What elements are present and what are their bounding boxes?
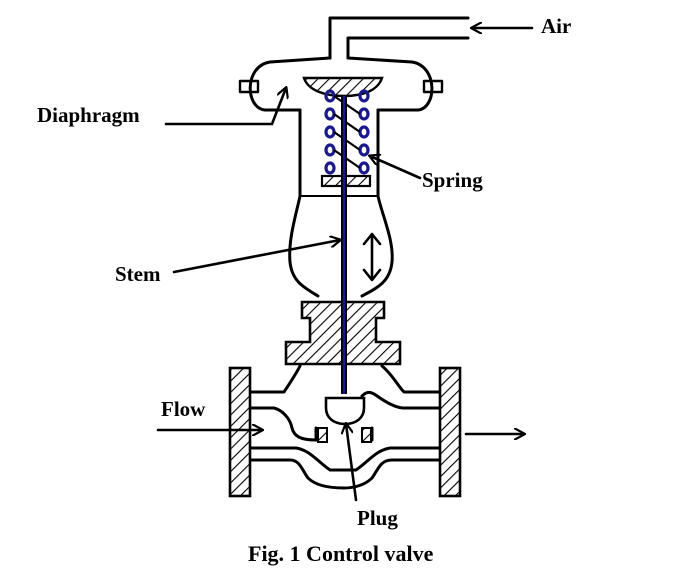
air-pipe-inner bbox=[346, 36, 470, 60]
body-left-inner-top bbox=[248, 406, 318, 442]
seat-right bbox=[361, 427, 372, 443]
bonnet bbox=[288, 194, 394, 298]
label-air: Air bbox=[541, 14, 572, 38]
housing-bolt-left bbox=[238, 79, 260, 94]
stem-leader bbox=[172, 240, 340, 274]
label-flow: Flow bbox=[161, 397, 206, 421]
figure-caption: Fig. 1 Control valve bbox=[248, 541, 434, 566]
body-right-inner-bottom bbox=[342, 446, 442, 472]
body-right-upper bbox=[380, 364, 442, 394]
plug bbox=[324, 396, 366, 426]
body-left-upper bbox=[248, 364, 302, 394]
body-right-lower bbox=[342, 458, 442, 490]
housing-bolt-right bbox=[422, 79, 444, 94]
plug-leader bbox=[346, 424, 358, 502]
body-left-lower bbox=[248, 458, 346, 490]
body-right-inner-top bbox=[360, 390, 442, 410]
seat-left bbox=[317, 427, 328, 443]
label-plug: Plug bbox=[357, 506, 398, 530]
diaphragm-leader bbox=[164, 88, 286, 126]
label-stem: Stem bbox=[115, 262, 161, 286]
label-diaphragm: Diaphragm bbox=[37, 103, 140, 127]
flange-right bbox=[438, 366, 462, 498]
spring-leader bbox=[370, 156, 422, 180]
label-spring: Spring bbox=[422, 168, 483, 192]
diaphragm bbox=[302, 76, 384, 98]
air-pipe bbox=[328, 16, 470, 60]
body-left-inner-bottom bbox=[248, 446, 346, 472]
flange-left bbox=[228, 366, 252, 498]
diaphragm-housing bbox=[248, 56, 434, 112]
yoke-upper bbox=[298, 108, 380, 198]
stem-travel-arrow bbox=[362, 232, 382, 282]
